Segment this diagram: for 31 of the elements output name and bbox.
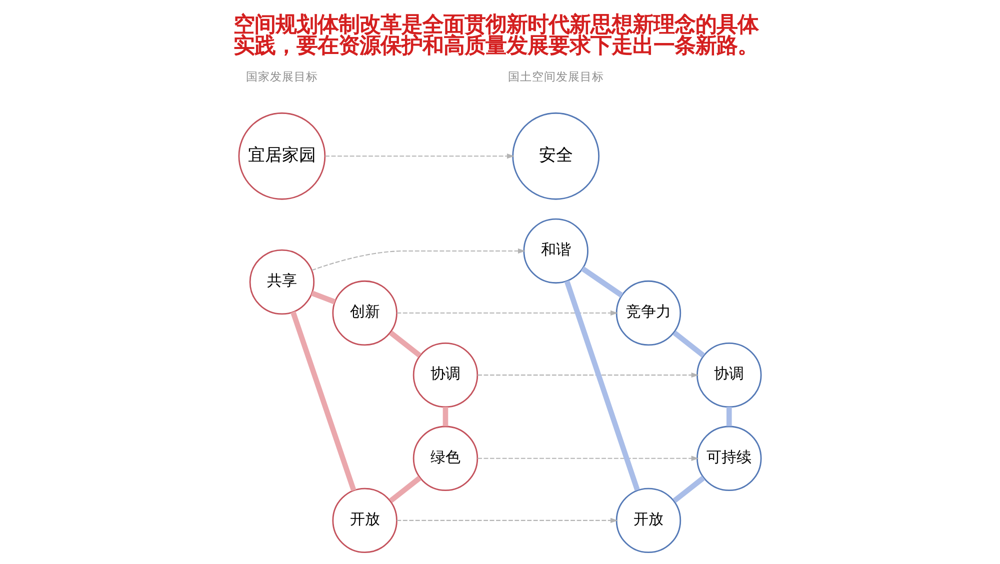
arrow [478,372,699,378]
node-circle: 协调 [412,342,478,408]
label: 国土空间发展目标 [508,69,604,84]
node-circle: 安全 [512,112,600,200]
diagram-title: 空间规划体制改革是全面贯彻新时代新思想新理念的具体实践，要在资源保护和高质量发展要求下走出一条新路。 [234,12,759,59]
connector [581,266,624,298]
connector [442,407,448,426]
arrow [325,154,514,159]
connector [726,407,732,426]
arrow [396,518,618,524]
node-circle: 共享 [249,249,315,315]
node-circle: 开放 [616,488,682,554]
arrow [478,456,699,461]
node-circle: 开放 [332,488,398,554]
connector [564,280,640,491]
node-circle: 可持续 [696,426,762,492]
node-circle: 创新 [332,280,398,346]
label: 国家发展目标 [246,69,318,84]
connector [290,311,356,492]
arrow [396,310,618,316]
node-circle: 协调 [696,342,762,408]
arrow [312,248,526,271]
connector [672,330,706,358]
connector [389,330,422,358]
connector [389,476,422,503]
node-circle: 宜居家园 [238,112,326,200]
node-circle: 绿色 [412,426,478,492]
connector [672,476,706,503]
connector [310,290,336,304]
node-circle: 和谐 [523,218,588,284]
node-circle: 竞争力 [616,280,682,346]
